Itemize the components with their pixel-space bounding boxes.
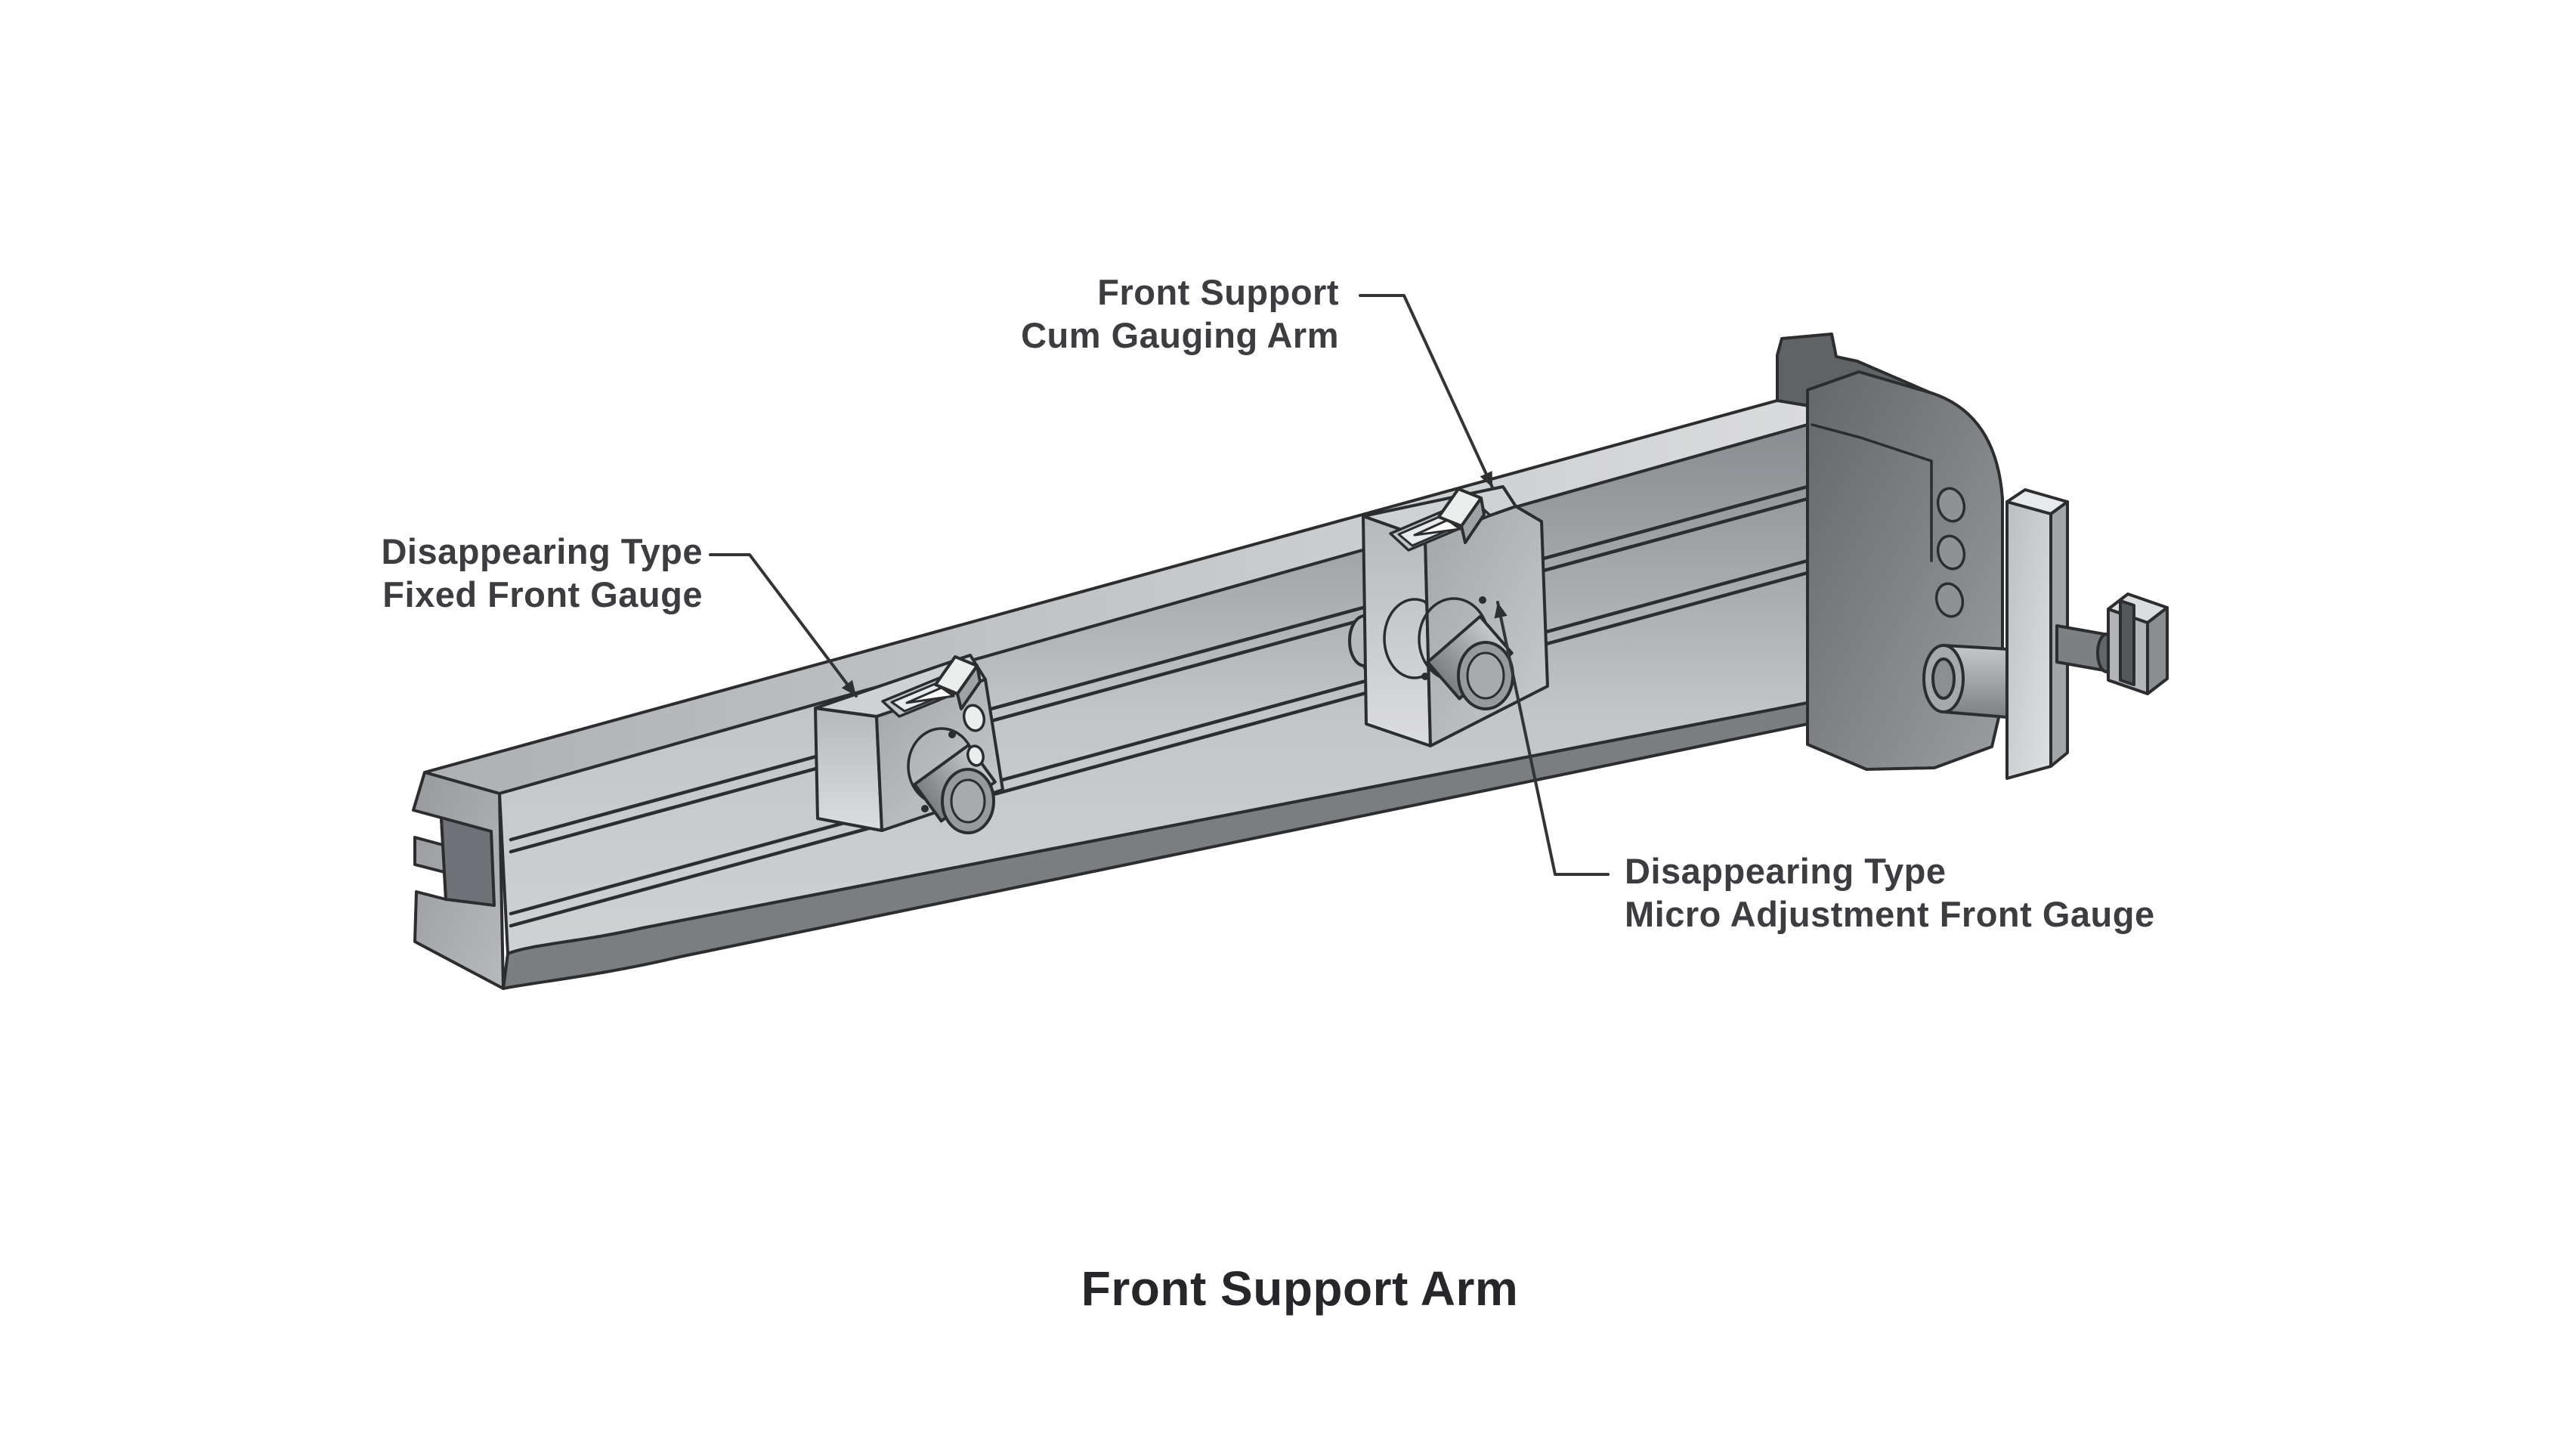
leader-micro-adjustment-gauge — [1494, 601, 1610, 876]
guide-rail-line — [509, 571, 1810, 928]
fixed-gauge-hole — [966, 744, 985, 767]
callout-line: Front Support — [1097, 272, 1339, 312]
leader-front-support-arm — [1359, 294, 1494, 489]
guide-rail-line — [509, 497, 1810, 854]
fixed-gauge-flip-pin — [934, 655, 979, 695]
fixed-gauge-slot-wedge — [905, 686, 955, 704]
disappearing-type-micro-adjustment-front-gauge — [1348, 485, 1549, 747]
micro-gauge-flip-pin — [1437, 487, 1483, 527]
callout-front-support-cum-gauging-arm: Front Support Cum Gauging Arm — [810, 271, 1339, 357]
callout-line: Micro Adjustment Front Gauge — [1625, 894, 2155, 934]
callout-leaders — [709, 294, 1610, 876]
guide-rail-grooves — [509, 484, 1810, 928]
disappearing-type-fixed-front-gauge — [814, 654, 1004, 834]
callout-line: Disappearing Type — [1625, 851, 1947, 891]
adjustment-hole — [1936, 534, 1966, 571]
clamp-knob — [2055, 592, 2169, 695]
micro-gauge-cylinder-face-inner — [1466, 651, 1505, 700]
arm-underside-face — [502, 701, 1809, 990]
adjustment-hole — [1934, 582, 1965, 618]
end-plate-front — [2005, 500, 2052, 780]
callout-disappearing-type-fixed-front-gauge: Disappearing Type Fixed Front Gauge — [174, 530, 703, 616]
callout-disappearing-type-micro-adjustment-front-gauge: Disappearing Type Micro Adjustment Front… — [1625, 849, 2305, 936]
front-support-cum-gauging-arm — [412, 391, 1810, 990]
callout-line: Fixed Front Gauge — [382, 574, 703, 614]
adjustment-hole — [1936, 487, 1966, 523]
clamp-knob-side — [2146, 606, 2169, 695]
end-mounting-block — [1776, 333, 2169, 780]
clamp-knob-slot — [2119, 599, 2135, 686]
fixed-gauge-hole — [962, 704, 986, 732]
flange-screw — [948, 731, 956, 738]
t-slot-channel — [440, 816, 496, 907]
callout-line: Cum Gauging Arm — [1021, 315, 1339, 355]
leader-fixed-front-gauge — [709, 553, 858, 698]
fixed-gauge-top-face — [814, 654, 987, 718]
flange-screw — [1479, 596, 1486, 604]
guide-rail-line — [509, 558, 1810, 916]
figure-caption: Front Support Arm — [1081, 1261, 1519, 1316]
callout-line: Disappearing Type — [381, 531, 703, 571]
guide-rail-line — [509, 484, 1810, 842]
fixed-gauge-left-face — [814, 707, 883, 832]
clamp-pin-end-inner — [1931, 657, 1956, 700]
fixed-gauge-cylinder-face-inner — [950, 778, 986, 824]
flange-screw — [1421, 673, 1429, 680]
flange-screw — [921, 805, 929, 812]
end-block-step-line — [1811, 423, 1933, 463]
